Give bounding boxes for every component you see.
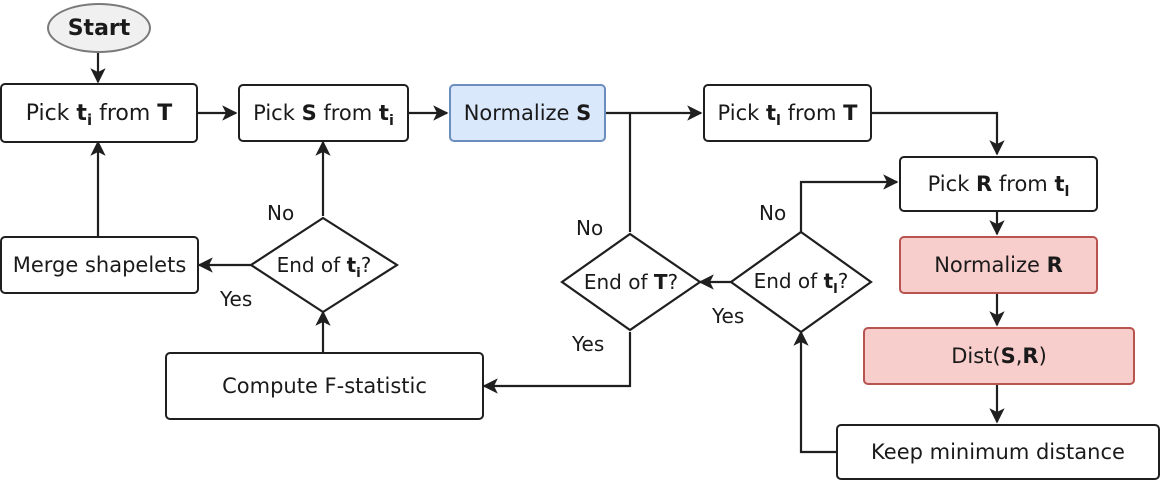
compute-f-node: Compute F-statistic <box>165 352 484 420</box>
pick-ti-label: Pick ti from T <box>25 100 173 129</box>
edge-keep-min-to-end-tl <box>793 330 836 454</box>
compute-f-label: Compute F-statistic <box>222 374 427 398</box>
end-t-label: End of T? <box>583 270 679 294</box>
pick-r-label: Pick R from tl <box>927 172 1070 200</box>
normalize-r-label: Normalize R <box>934 253 1063 277</box>
edge-end-t-yes <box>482 332 632 394</box>
end-tl-no-label: No <box>759 201 787 225</box>
pick-s-node: Pick S from ti <box>238 84 409 142</box>
end-t-yes-label: Yes <box>572 332 605 356</box>
pick-tl-node: Pick tl from T <box>703 84 872 142</box>
keep-min-node: Keep minimum distance <box>836 424 1160 480</box>
dist-node: Dist(S,R) <box>863 327 1135 385</box>
decision-end-t-shape <box>560 232 702 332</box>
merge-node: Merge shapelets <box>0 236 199 294</box>
pick-ti-node: Pick ti from T <box>0 83 198 143</box>
pick-tl-label: Pick tl from T <box>717 101 858 129</box>
decision-end-ti-shape <box>248 216 400 314</box>
end-t-no-label: No <box>576 216 604 240</box>
merge-label: Merge shapelets <box>12 253 187 277</box>
end-ti-decision: End of ti? <box>251 245 397 285</box>
end-tl-yes-label: Yes <box>712 304 745 328</box>
normalize-s-node: Normalize S <box>449 84 606 142</box>
end-tl-label: End of tl? <box>753 269 849 297</box>
edge-pick-tl-to-pick-r <box>872 111 1005 156</box>
normalize-r-node: Normalize R <box>899 236 1098 294</box>
end-tl-decision: End of tl? <box>731 261 871 301</box>
decision-end-tl-shape <box>729 230 873 334</box>
pick-r-node: Pick R from tl <box>899 156 1098 212</box>
normalize-s-label: Normalize S <box>463 101 592 125</box>
end-ti-yes-label: Yes <box>220 287 253 311</box>
edge-end-tl-no <box>799 174 899 232</box>
end-ti-no-label: No <box>267 201 295 225</box>
keep-min-label: Keep minimum distance <box>871 440 1125 464</box>
end-ti-label: End of ti? <box>276 253 372 281</box>
start-label: Start <box>67 15 131 41</box>
start-node: Start <box>47 3 151 53</box>
dist-label: Dist(S,R) <box>951 344 1047 368</box>
end-t-decision: End of T? <box>562 262 700 302</box>
pick-s-label: Pick S from ti <box>253 101 394 129</box>
